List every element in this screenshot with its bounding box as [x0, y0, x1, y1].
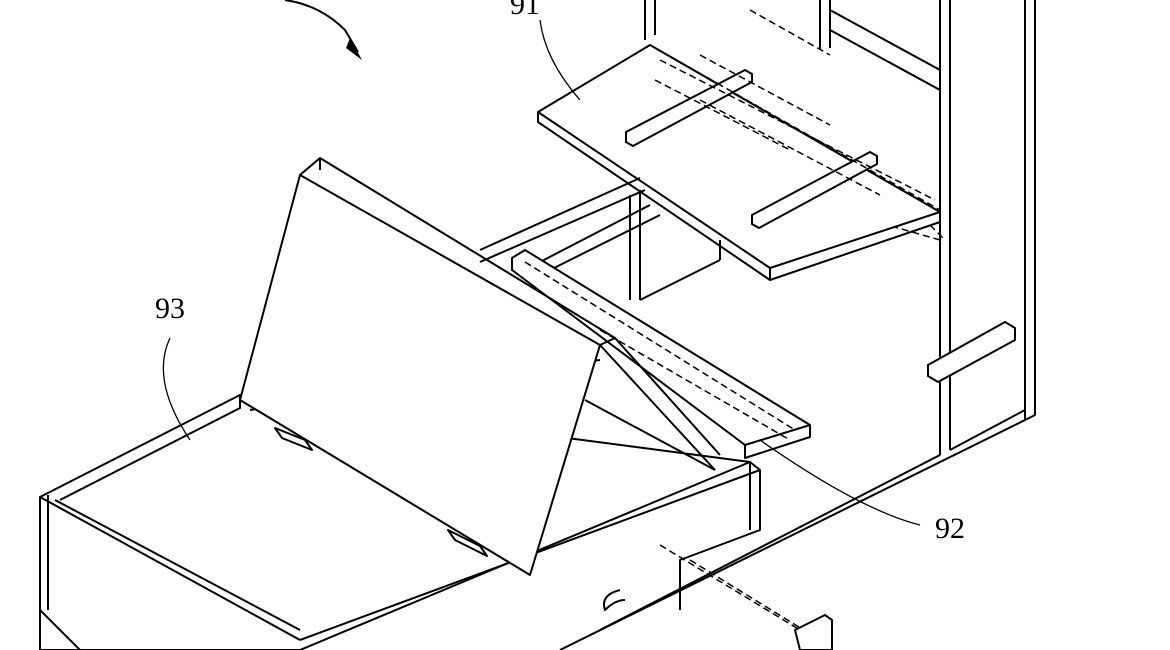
cabinet-frame — [559, 0, 1036, 650]
label-92: 92 — [935, 512, 965, 545]
leader-93 — [162, 337, 191, 441]
label-93: 93 — [155, 292, 185, 325]
beam-92 — [511, 249, 811, 459]
label-91: 91 — [510, 0, 540, 21]
leader-92 — [759, 439, 921, 526]
shelf-91 — [537, 44, 946, 281]
leader-91 — [539, 19, 581, 101]
rails — [479, 177, 721, 301]
lid-panel — [239, 157, 721, 576]
box-93 — [39, 344, 833, 650]
direction-arrow-icon — [284, 0, 362, 60]
